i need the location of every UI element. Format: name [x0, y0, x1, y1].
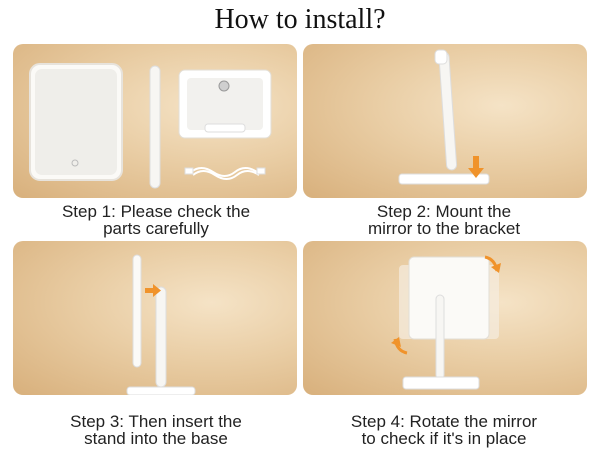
step-1-caption: Step 1: Please check the parts carefully — [6, 203, 306, 237]
step-3-image — [13, 241, 297, 395]
down-arrow-icon — [468, 156, 484, 178]
step-3-line-2: stand into the base — [84, 429, 228, 448]
base-side — [126, 386, 196, 395]
step-2-caption: Step 2: Mount the mirror to the bracket — [294, 203, 594, 237]
base-tray — [178, 69, 272, 139]
step-4-line-2: to check if it's in place — [361, 429, 527, 448]
mirror-panel — [29, 63, 123, 181]
base-tray — [402, 376, 480, 390]
stand-pole — [155, 286, 167, 388]
bracket-pole — [438, 51, 458, 171]
step-4-image — [303, 241, 587, 395]
mirror-front — [408, 256, 490, 340]
step-4-line-1: Step 4: Rotate the mirror — [350, 412, 538, 431]
right-arrow-icon — [145, 284, 161, 297]
step-2-image — [303, 44, 587, 198]
base-side — [398, 173, 490, 185]
step-1-image — [13, 44, 297, 198]
stand-pole — [435, 294, 445, 380]
step-4-caption: Step 4: Rotate the mirror to check if it… — [294, 413, 594, 447]
step-3-caption: Step 3: Then insert the stand into the b… — [6, 413, 306, 447]
usb-cable — [184, 167, 266, 180]
mirror-edge — [132, 254, 142, 368]
step-1-line-2: parts carefully — [103, 219, 209, 238]
step-1-line-1: Step 1: Please check the — [61, 202, 251, 221]
step-2-line-2: mirror to the bracket — [367, 219, 521, 238]
stand-pole — [149, 65, 161, 189]
page-title: How to install? — [214, 4, 386, 35]
step-3-line-1: Step 3: Then insert the — [70, 412, 242, 431]
step-2-line-1: Step 2: Mount the — [376, 202, 512, 221]
